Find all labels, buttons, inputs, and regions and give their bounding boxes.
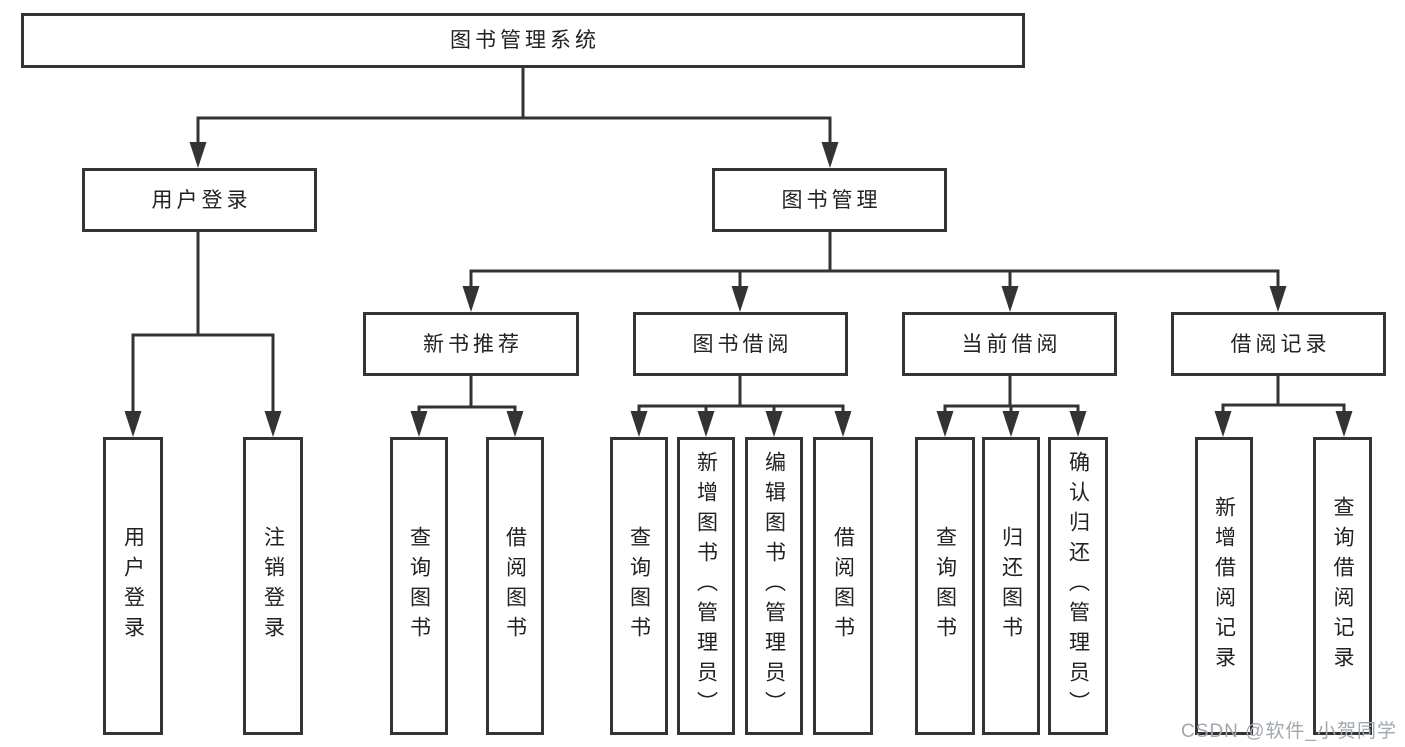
node-leaf-query-borrow-record: 查询借阅记录 (1313, 437, 1372, 735)
node-label-leaf-query-borrow-record: 查询借阅记录 (1331, 496, 1354, 676)
arrowhead-icon-user-login-0 (124, 411, 142, 437)
node-leaf-query-books-recommend: 查询图书 (390, 437, 448, 735)
arrowhead-icon-current-borrowing-0 (936, 411, 954, 437)
arrowhead-icon-root-1 (821, 142, 839, 168)
node-label-leaf-borrow-books-recommend: 借阅图书 (503, 526, 527, 646)
node-leaf-add-books-admin: 新增图书（管理员） (677, 437, 735, 735)
node-new-book-recommend: 新书推荐 (363, 312, 579, 376)
node-label-leaf-edit-books-admin: 编辑图书（管理员） (762, 451, 786, 721)
node-label-leaf-query-books-borrowing: 查询图书 (627, 526, 651, 646)
arrowhead-icon-book-management-2 (1001, 286, 1019, 312)
node-leaf-user-login: 用户登录 (103, 437, 163, 735)
arrowhead-icon-book-borrowing-1 (697, 411, 715, 437)
node-leaf-confirm-return-admin: 确认归还（管理员） (1048, 437, 1108, 735)
arrowhead-icon-current-borrowing-1 (1002, 411, 1020, 437)
node-label-leaf-return-books: 归还图书 (999, 526, 1023, 646)
node-label-user-login: 用户登录 (151, 188, 252, 212)
node-label-new-book-recommend: 新书推荐 (423, 332, 523, 356)
node-leaf-borrow-books-borrowing: 借阅图书 (813, 437, 873, 735)
node-label-leaf-query-books-recommend: 查询图书 (407, 526, 431, 646)
node-label-borrowing-records: 借阅记录 (1230, 332, 1331, 356)
node-user-login: 用户登录 (82, 168, 317, 232)
arrowhead-icon-book-borrowing-2 (765, 411, 783, 437)
node-label-current-borrowing: 当前借阅 (961, 332, 1062, 356)
node-root: 图书管理系统 (21, 13, 1025, 68)
node-leaf-add-borrow-record: 新增借阅记录 (1195, 437, 1253, 735)
node-leaf-query-books-current: 查询图书 (915, 437, 975, 735)
node-current-borrowing: 当前借阅 (902, 312, 1117, 376)
node-book-management: 图书管理 (712, 168, 947, 232)
node-book-borrowing: 图书借阅 (633, 312, 848, 376)
arrowhead-icon-borrowing-records-0 (1214, 411, 1232, 437)
watermark: CSDN @软件_小贺同学 (1181, 721, 1397, 742)
arrowhead-icon-new-book-recommend-1 (506, 411, 524, 437)
arrowhead-icon-book-management-0 (462, 286, 480, 312)
node-label-leaf-confirm-return-admin: 确认归还（管理员） (1066, 451, 1090, 721)
node-leaf-logout: 注销登录 (243, 437, 303, 735)
node-leaf-edit-books-admin: 编辑图书（管理员） (745, 437, 803, 735)
node-label-root: 图书管理系统 (450, 29, 600, 52)
node-label-book-management: 图书管理 (781, 188, 882, 212)
node-leaf-return-books: 归还图书 (982, 437, 1040, 735)
node-leaf-query-books-borrowing: 查询图书 (610, 437, 668, 735)
node-label-leaf-add-borrow-record: 新增借阅记录 (1212, 496, 1236, 676)
node-leaf-borrow-books-recommend: 借阅图书 (486, 437, 544, 735)
node-label-book-borrowing: 图书借阅 (692, 332, 793, 356)
arrowhead-icon-borrowing-records-1 (1335, 411, 1353, 437)
node-label-leaf-add-books-admin: 新增图书（管理员） (694, 451, 718, 721)
node-label-leaf-user-login: 用户登录 (121, 526, 145, 646)
arrowhead-icon-current-borrowing-2 (1069, 411, 1087, 437)
node-label-leaf-logout: 注销登录 (261, 526, 285, 646)
arrowhead-icon-book-management-1 (731, 286, 749, 312)
arrowhead-icon-book-borrowing-0 (630, 411, 648, 437)
arrowhead-icon-root-0 (189, 142, 207, 168)
arrowhead-icon-new-book-recommend-0 (410, 411, 428, 437)
node-label-leaf-query-books-current: 查询图书 (933, 526, 957, 646)
arrowhead-icon-book-management-3 (1269, 286, 1287, 312)
arrowhead-icon-book-borrowing-3 (834, 411, 852, 437)
node-borrowing-records: 借阅记录 (1171, 312, 1386, 376)
arrowhead-icon-user-login-1 (264, 411, 282, 437)
node-label-leaf-borrow-books-borrowing: 借阅图书 (831, 526, 855, 646)
